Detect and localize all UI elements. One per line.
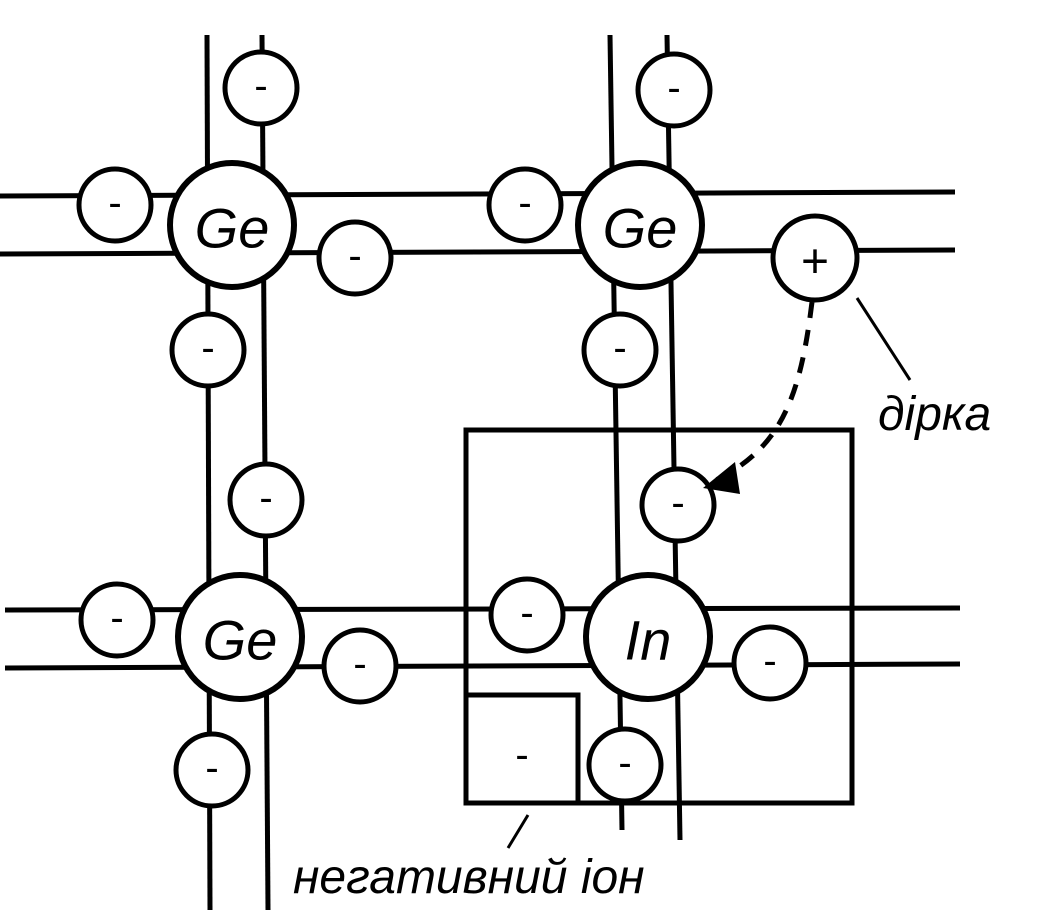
arrow-head-icon [703, 462, 740, 494]
bond-line-v4 [664, 34, 683, 841]
impurity-region-box [463, 427, 855, 806]
bond-line-h4 [4, 661, 961, 671]
negative-ion-label: негативний іон [293, 851, 645, 904]
electron: - [586, 726, 664, 804]
bond-line-h1 [0, 189, 956, 199]
electron: - [169, 311, 247, 389]
electron: - [222, 49, 300, 127]
bond-line-h3 [4, 605, 961, 613]
electron-sign: - [763, 639, 776, 683]
electron: - [635, 51, 713, 129]
atom-ge-3-label: Ge [203, 609, 278, 672]
electron-sign: - [520, 591, 533, 635]
electron: - [486, 166, 564, 244]
atom-ge-2-label: Ge [603, 197, 678, 260]
ion-leader-line [506, 814, 530, 849]
electron: - [581, 311, 659, 389]
electron: - [488, 576, 566, 654]
atom-in: In [583, 572, 713, 702]
hole-leader-line [855, 297, 912, 381]
hole-label: дірка [878, 388, 991, 441]
electron: - [76, 166, 154, 244]
atom-ge-2: Ge [575, 160, 705, 290]
atom-ge-1: Ge [167, 160, 297, 290]
electron-sign: - [110, 596, 123, 640]
electron-sign: - [348, 234, 361, 278]
atom-ge-3: Ge [175, 572, 305, 702]
electron-sign: - [254, 64, 267, 108]
electron-sign: - [671, 481, 684, 525]
electron: - [316, 219, 394, 297]
electron-sign: - [518, 181, 531, 225]
electron-sign: - [205, 746, 218, 790]
electron: - [173, 731, 251, 809]
electron: - [227, 461, 305, 539]
electron-sign: - [259, 476, 272, 520]
negative-ion-box [463, 692, 581, 806]
electrons: - - - - - - - - - - - - - - - [76, 49, 809, 809]
hole-transfer-arrow [710, 301, 815, 485]
electron-sign: - [613, 326, 626, 370]
hole-sign: + [801, 236, 829, 289]
atom-ge-1-label: Ge [195, 197, 270, 260]
electron: - [321, 627, 399, 705]
electron: - [78, 581, 156, 659]
atom-in-label: In [625, 609, 672, 672]
electron-sign: - [108, 181, 121, 225]
negative-ion-sign: - [515, 733, 528, 777]
electron-sign: - [201, 326, 214, 370]
hole: + [770, 213, 860, 303]
electron-sign: - [618, 741, 631, 785]
electron-sign: - [667, 66, 680, 110]
electron-sign: - [353, 642, 366, 686]
electron: - [731, 624, 809, 702]
electron: - [639, 466, 717, 544]
